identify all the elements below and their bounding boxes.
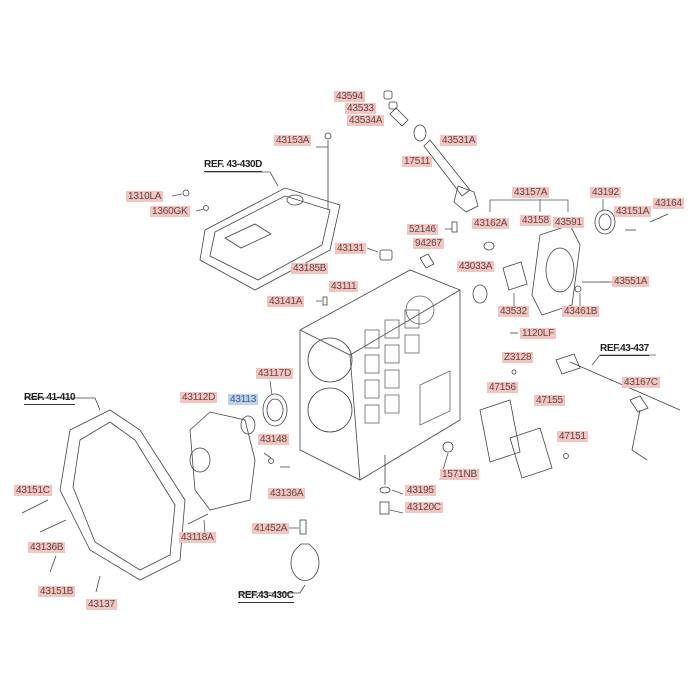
part-label-1120lf[interactable]: 1120LF [520, 328, 556, 339]
part-label-43162a[interactable]: 43162A [472, 218, 510, 229]
part-label-43157a[interactable]: 43157A [512, 187, 550, 198]
ref-43-430c-link[interactable]: REF.43-430C [238, 590, 294, 603]
part-label-1360gk[interactable]: 1360GK [150, 206, 190, 217]
part-label-43112d[interactable]: 43112D [180, 392, 218, 403]
part-label-43131[interactable]: 43131 [335, 243, 366, 254]
drain-plug [379, 455, 391, 515]
part-label-43533[interactable]: 43533 [345, 103, 376, 114]
side-covers [442, 332, 569, 479]
part-label-43151b[interactable]: 43151B [38, 586, 76, 597]
part-label-43137[interactable]: 43137 [86, 599, 117, 610]
part-label-43192[interactable]: 43192 [590, 187, 621, 198]
ref-43-437-link[interactable]: REF.43-437 [600, 343, 649, 356]
front-bearing-retainer [187, 393, 290, 525]
part-label-52146[interactable]: 52146 [407, 224, 438, 235]
part-label-43534a[interactable]: 43534A [347, 115, 385, 126]
part-label-43594[interactable]: 43594 [334, 91, 365, 102]
ref-41-410-link[interactable]: REF. 41-410 [24, 392, 76, 405]
part-52146 [451, 221, 458, 233]
part-label-43113-selected[interactable]: 43113 [228, 394, 259, 405]
part-94267 [419, 253, 435, 269]
shift-shaft-assembly [555, 353, 681, 461]
part-label-47155[interactable]: 47155 [534, 395, 565, 406]
part-label-47151[interactable]: 47151 [557, 431, 588, 442]
part-label-43153a[interactable]: 43153A [274, 135, 312, 146]
part-label-43185b[interactable]: 43185B [291, 263, 329, 274]
part-label-43118a[interactable]: 43118A [179, 532, 216, 543]
part-label-43117d[interactable]: 43117D [256, 368, 294, 379]
part-43131 [379, 249, 393, 261]
part-label-43151c[interactable]: 43151C [14, 485, 52, 496]
top-cover [199, 132, 341, 291]
clutch-housing [21, 397, 186, 593]
part-label-47156[interactable]: 47156 [487, 382, 518, 393]
bolt-1310la [182, 189, 190, 197]
transmission-case [299, 269, 461, 481]
part-label-43148[interactable]: 43148 [258, 434, 289, 445]
part-label-1310la[interactable]: 1310LA [126, 191, 164, 202]
part-label-43136b[interactable]: 43136B [28, 542, 66, 553]
part-label-43164[interactable]: 43164 [653, 198, 684, 209]
speedo-shaft-parts [383, 90, 479, 213]
part-label-43111[interactable]: 43111 [329, 281, 359, 292]
part-label-43167c[interactable]: 43167C [622, 377, 660, 388]
spring-and-gear [238, 519, 320, 594]
part-label-94267[interactable]: 94267 [413, 238, 444, 249]
leader-lines [171, 146, 656, 534]
part-label-43195[interactable]: 43195 [405, 485, 436, 496]
part-label-43532[interactable]: 43532 [498, 306, 529, 317]
part-label-43158[interactable]: 43158 [520, 215, 551, 226]
part-label-17511[interactable]: 17511 [402, 156, 433, 167]
washer-1360gk [203, 205, 209, 211]
part-label-43551a[interactable]: 43551A [612, 276, 650, 287]
part-label-43461b[interactable]: 43461B [562, 306, 600, 317]
ref-43-430d-link[interactable]: REF. 43-430D [204, 159, 263, 172]
part-label-43136a[interactable]: 43136A [268, 488, 306, 499]
part-label-43141a[interactable]: 43141A [267, 296, 305, 307]
part-label-43151a[interactable]: 43151A [614, 206, 652, 217]
part-label-41452a[interactable]: 41452A [252, 523, 290, 534]
part-label-43591[interactable]: 43591 [553, 217, 584, 228]
part-label-43033a[interactable]: 43033A [457, 261, 495, 272]
part-label-43120c[interactable]: 43120C [405, 502, 443, 513]
part-43141a [322, 296, 328, 306]
part-label-43531a[interactable]: 43531A [440, 135, 478, 146]
part-label-1571nb[interactable]: 1571NB [440, 469, 479, 480]
part-label-z3128[interactable]: Z3128 [502, 352, 534, 363]
